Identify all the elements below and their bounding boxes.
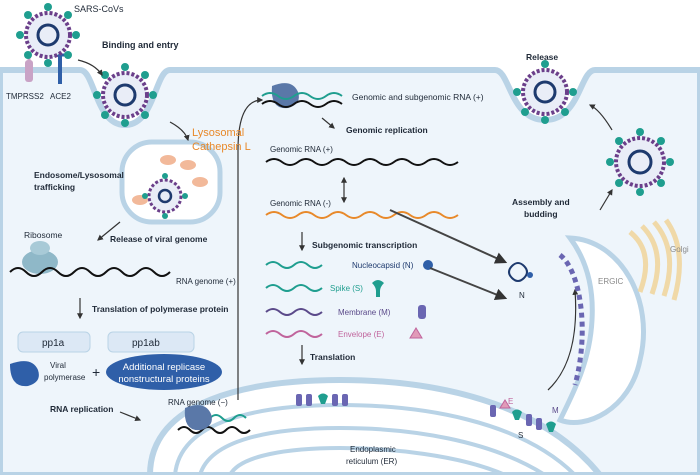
label-trafficking: trafficking bbox=[34, 182, 75, 192]
rna-replication-complex bbox=[177, 405, 251, 434]
arrow-to-endosome bbox=[169, 121, 190, 142]
endosome bbox=[119, 139, 223, 225]
label-additional-1: Additional replicase bbox=[123, 362, 205, 373]
arrow-to-genomic-rna bbox=[237, 97, 264, 400]
virus-released-top bbox=[513, 60, 577, 124]
label-e: E bbox=[508, 397, 513, 406]
label-s: S bbox=[518, 431, 523, 440]
rna-genome-positive-strand bbox=[9, 267, 171, 277]
label-release: Release bbox=[526, 52, 558, 62]
genomic-rna-negative bbox=[265, 211, 459, 219]
label-rna-genome-neg: RNA genome (−) bbox=[168, 398, 228, 407]
label-genomic-rna-pos: Genomic RNA (+) bbox=[270, 145, 333, 154]
label-tmprss2: TMPRSS2 bbox=[6, 92, 44, 101]
label-pp1ab: pp1ab bbox=[132, 338, 160, 349]
virus-particle-binding bbox=[93, 63, 157, 127]
er-proteins bbox=[296, 393, 556, 432]
membrane-icon bbox=[418, 305, 426, 319]
arrow-to-assembly-1 bbox=[389, 209, 508, 264]
ergic-compartment bbox=[556, 235, 646, 425]
label-release-genome: Release of viral genome bbox=[110, 234, 208, 244]
label-genomic-replication: Genomic replication bbox=[346, 125, 428, 135]
label-budding: budding bbox=[524, 209, 558, 219]
label-membrane: Membrane (M) bbox=[338, 308, 391, 317]
label-additional-2: nonstructural proteins bbox=[118, 374, 210, 385]
label-genomic-subgenomic: Genomic and subgenomic RNA (+) bbox=[352, 92, 484, 102]
envelope-icon bbox=[409, 327, 423, 339]
genomic-subgenomic-black bbox=[261, 100, 343, 108]
arrow-from-assembly bbox=[599, 188, 613, 211]
nucleus-er bbox=[146, 376, 604, 475]
arrow-release-genome bbox=[97, 221, 121, 241]
label-ace2: ACE2 bbox=[50, 92, 71, 101]
label-ergic: ERGIC bbox=[598, 277, 624, 286]
label-n: N bbox=[519, 291, 525, 300]
golgi-apparatus bbox=[628, 218, 682, 301]
spike-strand bbox=[265, 284, 323, 292]
label-virus: SARS-CoVs bbox=[74, 4, 124, 14]
arrow-rna-replication bbox=[119, 411, 142, 422]
label-polymerase: polymerase bbox=[44, 373, 86, 382]
label-binding-entry: Binding and entry bbox=[102, 40, 179, 50]
label-cathepsin: Cathepsin L bbox=[192, 141, 251, 153]
label-assembly: Assembly and bbox=[512, 197, 570, 207]
label-plus: + bbox=[92, 364, 100, 380]
genomic-subgenomic-teal bbox=[261, 92, 343, 100]
spike-icon bbox=[372, 280, 384, 297]
additional-replicase-ellipse bbox=[106, 354, 222, 390]
label-nucleocapsid: Nucleocapsid (N) bbox=[352, 261, 414, 270]
label-spike: Spike (S) bbox=[330, 284, 363, 293]
membrane-strand bbox=[265, 308, 323, 316]
label-endosome: Endosome/Lysosomal bbox=[34, 170, 124, 180]
label-er-2: reticulum (ER) bbox=[346, 457, 397, 466]
label-translation-poly: Translation of polymerase protein bbox=[92, 304, 229, 314]
label-er-1: Endoplasmic bbox=[350, 445, 396, 454]
genomic-rna-positive bbox=[265, 158, 459, 166]
arrow-binding bbox=[77, 59, 103, 77]
envelope-strand bbox=[265, 330, 323, 338]
polymerase-genomic bbox=[271, 83, 299, 109]
virus-particle-entry bbox=[16, 3, 80, 67]
pp1ab-box bbox=[107, 331, 195, 353]
viral-polymerase-shape bbox=[10, 361, 39, 387]
label-translation: Translation bbox=[310, 352, 355, 362]
virus-mature bbox=[606, 128, 674, 196]
label-rna-genome-pos: RNA genome (+) bbox=[176, 277, 236, 286]
label-pp1a: pp1a bbox=[42, 338, 65, 349]
label-m: M bbox=[552, 406, 559, 415]
label-envelope: Envelope (E) bbox=[338, 330, 385, 339]
arrow-to-genomic-replication bbox=[321, 117, 335, 129]
label-rna-replication: RNA replication bbox=[50, 404, 113, 414]
arrow-to-release bbox=[588, 104, 613, 131]
pp1a-box bbox=[17, 331, 91, 353]
nucleocapsid-strand bbox=[265, 261, 323, 269]
label-ribosome: Ribosome bbox=[24, 230, 63, 240]
arrow-to-budding bbox=[547, 288, 579, 391]
label-genomic-rna-neg: Genomic RNA (-) bbox=[270, 199, 331, 208]
virion-assembling bbox=[508, 262, 533, 282]
label-viral: Viral bbox=[50, 361, 66, 370]
arrow-to-assembly-2 bbox=[429, 267, 508, 301]
label-subgenomic-transcription: Subgenomic transcription bbox=[312, 240, 417, 250]
label-golgi: Golgi bbox=[670, 245, 689, 254]
label-lysosomal: Lysosomal bbox=[192, 127, 244, 139]
